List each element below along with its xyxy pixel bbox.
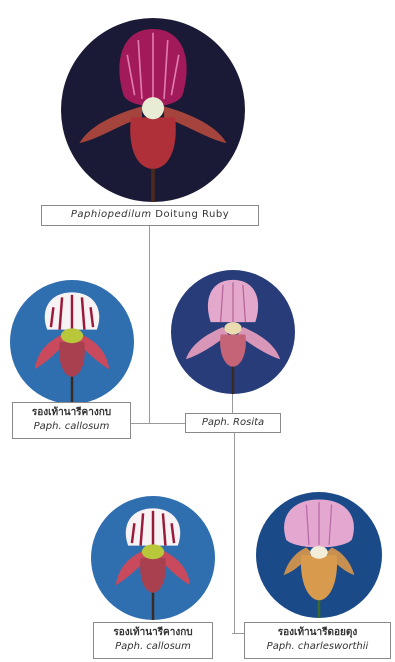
genus-name: Paphiopedilum: [71, 209, 152, 220]
charlesworthii-label: รองเท้านารีดอยตุง Paph. charlesworthii: [244, 622, 391, 659]
callosum-thai-name-2: รองเท้านารีคางกบ: [94, 626, 212, 640]
orchid-photo-charlesworthii: [256, 492, 382, 618]
cultivar-name: Doitung Ruby: [155, 209, 229, 220]
rosita-label: Paph. Rosita: [185, 413, 281, 433]
orchid-photo-callosum-2: [91, 496, 215, 620]
connector-gen2-horizontal: [131, 423, 186, 424]
callosum-latin-name-2: Paph. callosum: [94, 640, 212, 654]
hybrid-name-label: Paphiopedilum Doitung Ruby: [41, 205, 259, 226]
connector-rosita-stem: [232, 393, 233, 413]
callosum-latin-name: Paph. callosum: [13, 420, 130, 434]
charlesworthii-thai-name: รองเท้านารีดอยตุง: [245, 626, 390, 640]
callosum-label: รองเท้านารีคางกบ Paph. callosum: [12, 402, 131, 439]
connector-rosita-down: [234, 433, 235, 633]
rosita-name: Paph. Rosita: [202, 417, 264, 428]
orchid-photo-callosum: [10, 280, 134, 404]
callosum-thai-name: รองเท้านารีคางกบ: [13, 406, 130, 420]
connector-root-down: [149, 226, 150, 423]
callosum-label-2: รองเท้านารีคางกบ Paph. callosum: [93, 622, 213, 659]
charlesworthii-latin-name: Paph. charlesworthii: [245, 640, 390, 654]
orchid-photo-doitung-ruby: [61, 18, 245, 202]
orchid-photo-rosita: [171, 270, 295, 394]
